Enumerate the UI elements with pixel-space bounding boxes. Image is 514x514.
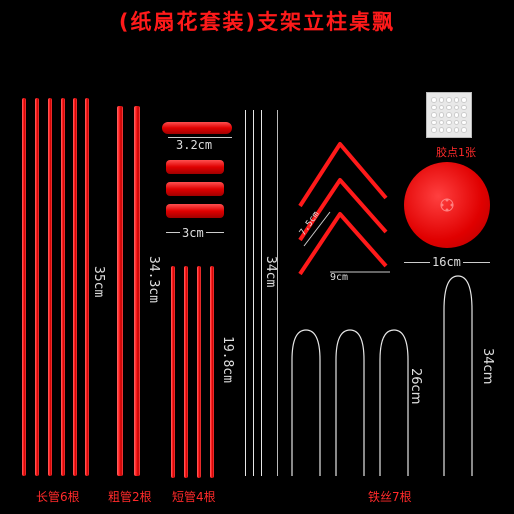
glue-dot <box>453 112 460 118</box>
glue-dot <box>438 104 445 111</box>
glue-dot <box>431 127 437 133</box>
thin-rod <box>253 110 254 476</box>
glue-dot-sheet <box>426 92 472 138</box>
wire-loop <box>379 329 409 476</box>
connector-piece <box>166 204 224 218</box>
glue-dots-label: 胶点1张 <box>436 146 476 159</box>
glue-dot <box>453 127 460 133</box>
long-tube <box>22 98 26 476</box>
long-tube <box>48 98 52 476</box>
glue-dot <box>438 97 445 103</box>
connector-length-label: 3cm <box>180 226 206 240</box>
glue-dot <box>446 104 452 111</box>
long-tube <box>85 98 89 476</box>
glue-dot <box>461 127 467 133</box>
thin-rod <box>261 110 262 476</box>
wire-loop <box>335 329 365 476</box>
long-tube <box>61 98 65 476</box>
glue-dot <box>438 112 445 118</box>
short-tube <box>197 266 201 478</box>
thick-tubes-caption: 粗管2根 <box>108 490 152 504</box>
thick-tube <box>117 106 123 476</box>
connector-length-top-label: 3.2cm <box>176 138 213 152</box>
glue-dot <box>446 119 452 126</box>
glue-dot <box>453 119 460 126</box>
bracket-base-label: 9cm <box>330 272 349 283</box>
bracket-piece <box>298 142 388 276</box>
connector-piece <box>162 122 232 134</box>
glue-dot <box>431 112 437 118</box>
glue-dot <box>446 97 452 103</box>
long-tube <box>73 98 77 476</box>
glue-dot <box>461 119 467 126</box>
wire-short-length-label: 26cm <box>408 368 423 405</box>
short-tube <box>171 266 175 478</box>
thick-tube <box>134 106 140 476</box>
bracket-set <box>298 142 390 276</box>
glue-dot <box>461 97 467 103</box>
glue-dot <box>431 104 437 111</box>
glue-dot <box>461 112 467 118</box>
glue-dot <box>446 127 452 133</box>
base-plate <box>404 162 490 248</box>
thin-rod <box>245 110 246 476</box>
glue-dot <box>453 104 460 111</box>
plate-center-icon <box>440 198 454 212</box>
connector-piece <box>166 160 224 174</box>
connector-dimension-top <box>168 137 232 138</box>
rod-length-label: 34cm <box>263 256 278 288</box>
short-tubes-caption: 短管4根 <box>172 490 216 504</box>
long-tubes-caption: 长管6根 <box>36 490 80 504</box>
wire-set <box>291 275 473 476</box>
glue-dot <box>431 97 437 103</box>
rod-dimension-line <box>277 110 278 476</box>
glue-dot <box>446 112 452 118</box>
glue-dot <box>461 104 467 111</box>
wire-loop <box>443 275 473 476</box>
wire-long-length-label: 34cm <box>480 348 495 385</box>
long-tube-length-label: 35cm <box>91 266 106 298</box>
page-title: (纸扇花套装)支架立柱桌飘 <box>118 10 396 34</box>
glue-dot <box>431 119 437 126</box>
glue-dot <box>453 97 460 103</box>
connector-piece <box>166 182 224 196</box>
wires-caption: 铁丝7根 <box>368 490 412 504</box>
base-diameter-label: 16cm <box>430 255 463 269</box>
long-tube <box>35 98 39 476</box>
glue-dot <box>438 119 445 126</box>
short-tube-length-label: 19.8cm <box>220 336 235 383</box>
glue-dot <box>438 127 445 133</box>
thick-tube-length-label: 34.3cm <box>146 256 161 303</box>
short-tube <box>184 266 188 478</box>
wire-loop <box>291 329 321 476</box>
short-tube <box>210 266 214 478</box>
